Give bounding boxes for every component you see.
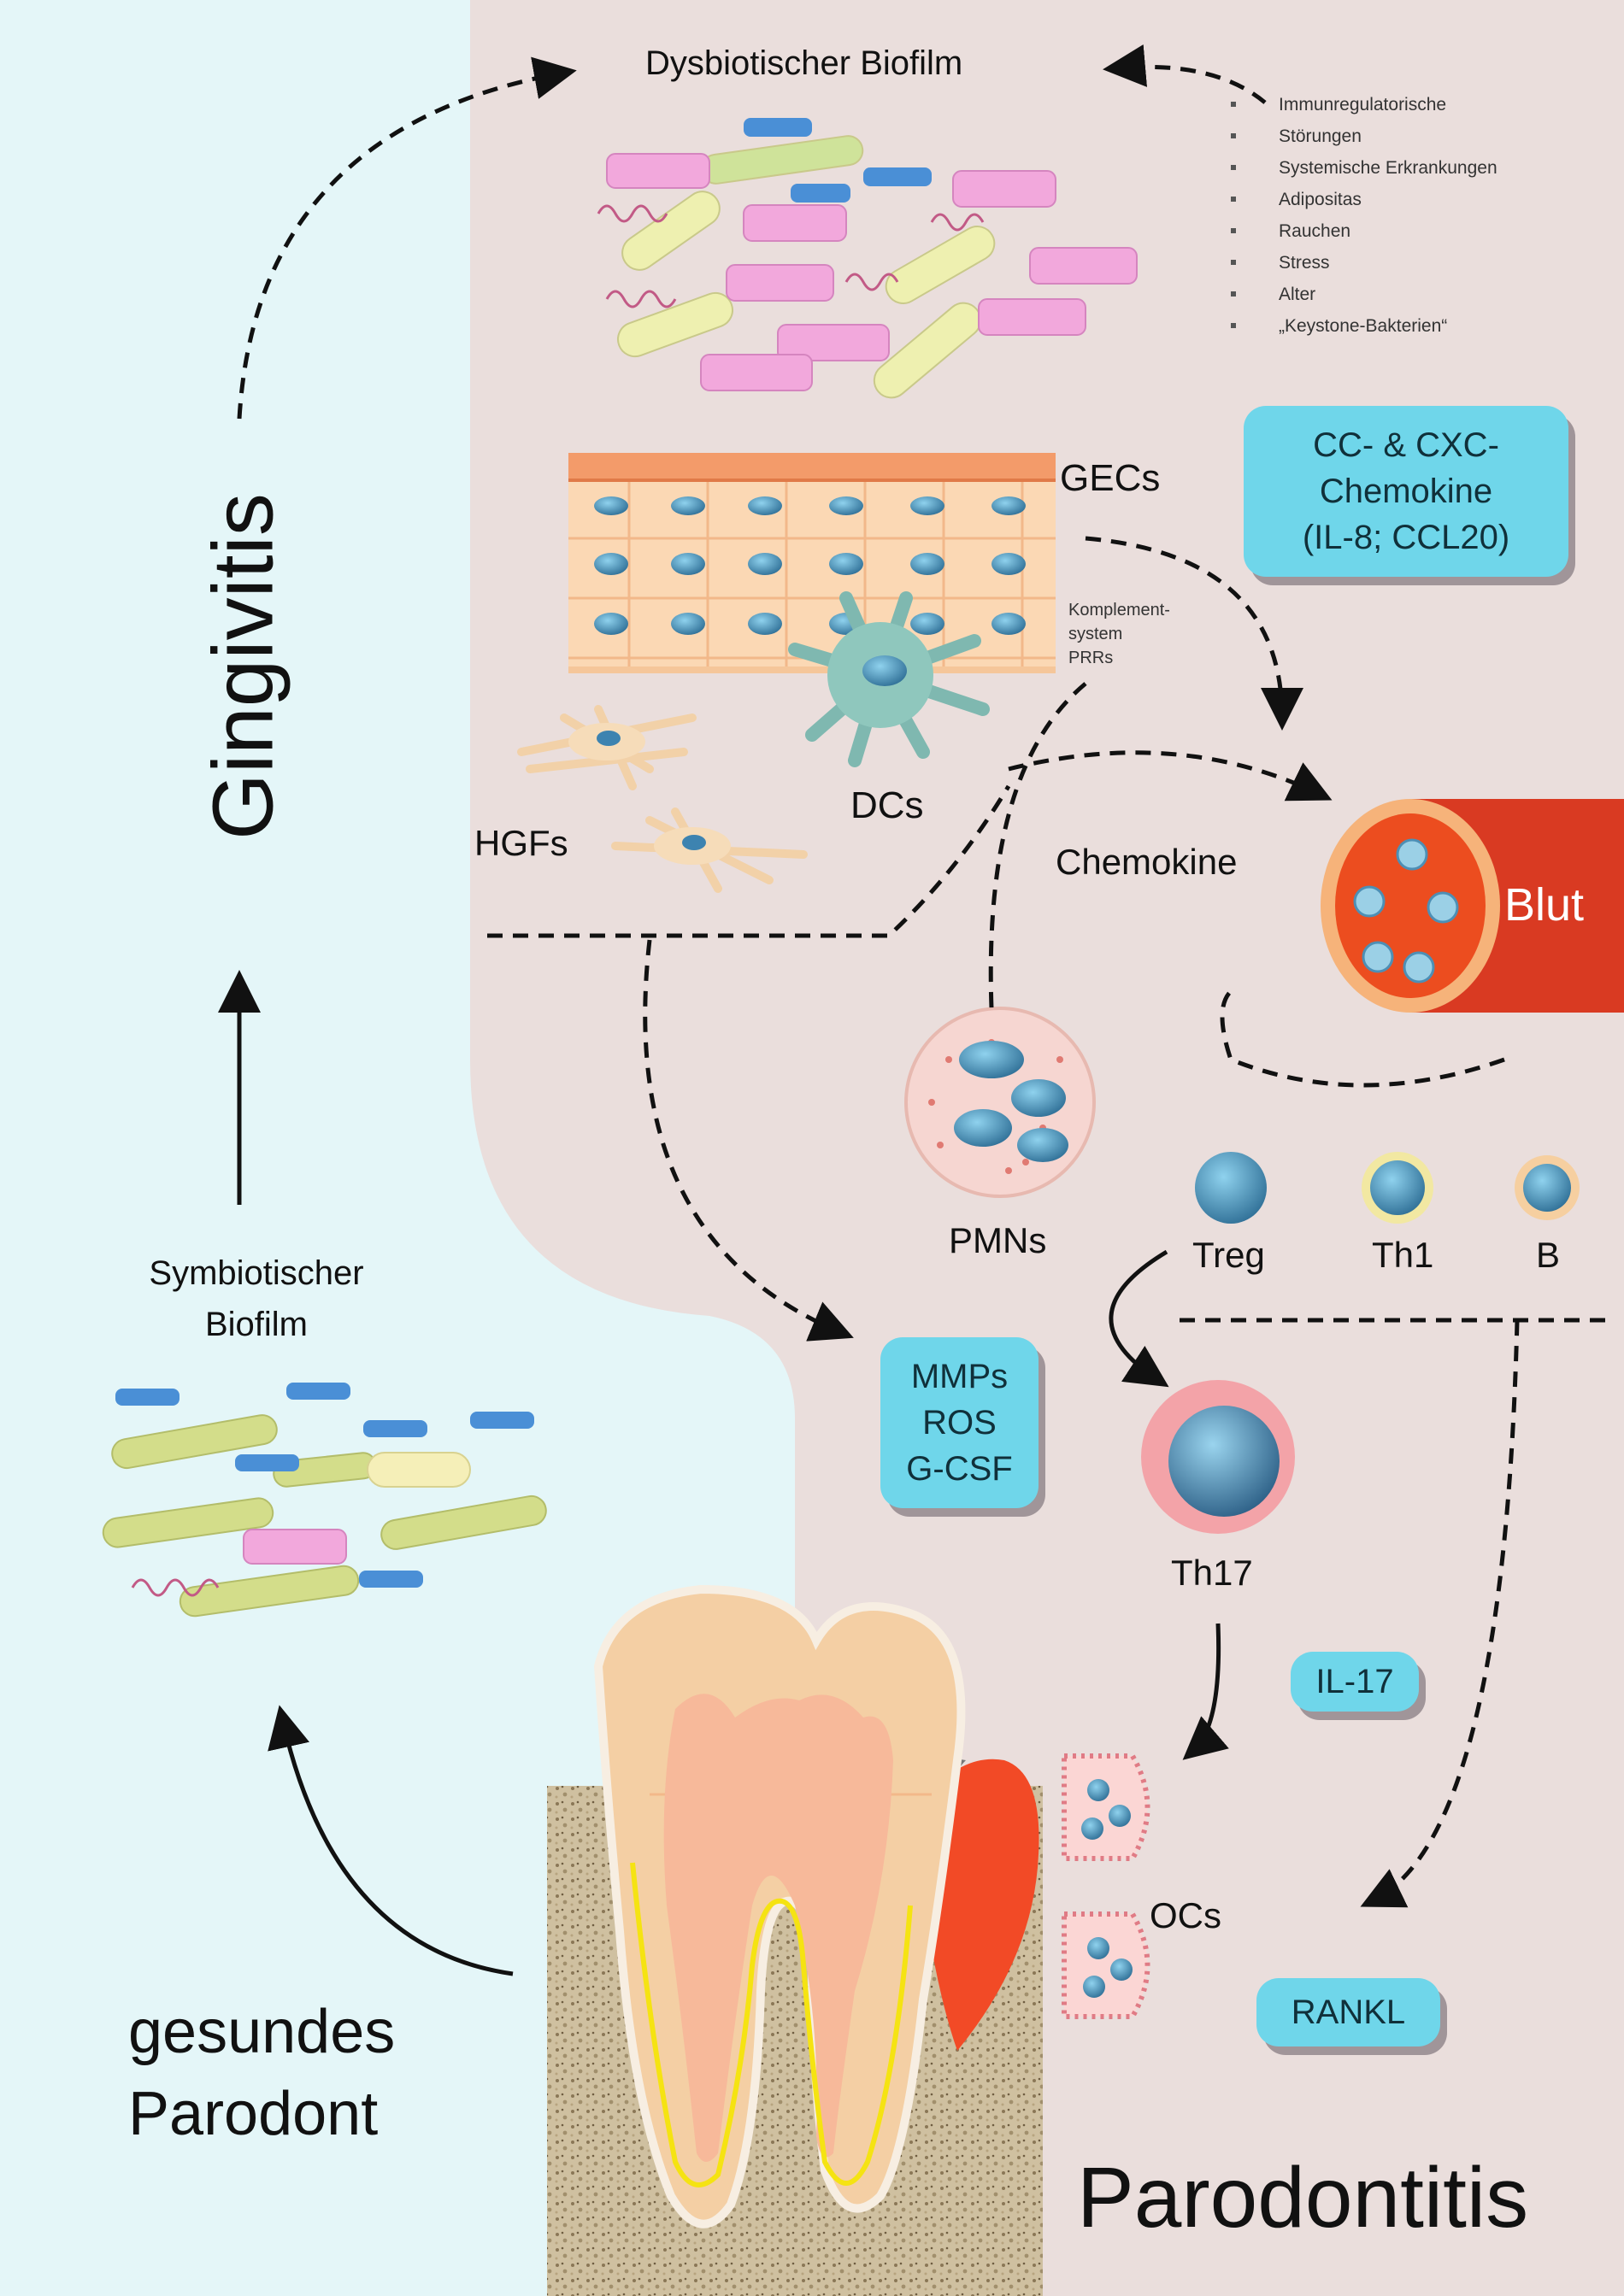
effectors-box-text: MMPs ROS G-CSF [906,1358,1013,1488]
hgfs-label: HGFs [474,823,568,863]
gecs-label: GECs [1060,457,1161,499]
gingivitis-label: Gingivitis [195,493,291,840]
periodontitis-label: Parodontitis [1077,2150,1529,2246]
pathway-arrows [237,44,1615,1908]
chemokines-box: CC- & CXC- Chemokine (IL-8; CCL20) [1244,406,1568,577]
effectors-box: MMPs ROS G-CSF [880,1337,1039,1508]
risk-factors-list: Immunregulatorische Störungen Systemisch… [1231,89,1497,342]
symbiotic-biofilm-illustration [102,1383,547,1618]
tooth-illustration [547,1584,1043,2296]
risk-factor: Störungen [1231,120,1497,152]
il17-box-text: IL-17 [1315,1662,1394,1700]
risk-factor: Alter [1231,279,1497,310]
risk-factor: Rauchen [1231,215,1497,247]
symbiotic-biofilm-label: Symbiotischer Biofilm [149,1254,364,1343]
osteoclasts [1062,1753,1150,2019]
th1-label: Th1 [1372,1235,1434,1275]
risk-factor: „Keystone-Bakterien“ [1231,310,1497,342]
blood-label: Blut [1504,879,1585,931]
chemokine-label: Chemokine [1056,842,1238,882]
gingival-epithelium [568,453,1056,673]
il17-box: IL-17 [1291,1652,1419,1712]
th17-label: Th17 [1171,1553,1253,1593]
chemokines-box-text: CC- & CXC- Chemokine (IL-8; CCL20) [1302,426,1510,556]
neutrophil-pmn [904,1007,1096,1198]
risk-factor: Adipositas [1231,184,1497,215]
dcs-label: DCs [850,784,924,826]
dendritic-cell [788,591,990,767]
blood-vessel [1321,799,1624,1013]
dysbiotic-biofilm-illustration [597,118,1138,399]
risk-factor: Immunregulatorische [1231,89,1497,120]
epithelium-note: Komplement- system PRRs [1068,601,1170,667]
th17-cell [1141,1380,1295,1534]
b-label: B [1536,1235,1561,1275]
gingival-fibroblasts [517,705,808,893]
dysbiotic-biofilm-label: Dysbiotischer Biofilm [645,44,963,82]
risk-factor: Stress [1231,247,1497,279]
pmns-label: PMNs [949,1220,1047,1260]
risk-factor: Systemische Erkrankungen [1231,152,1497,184]
rankl-box: RANKL [1256,1978,1440,2046]
healthy-periodontium-label: gesundes Parodont [128,1998,396,2148]
solid-arrows [218,970,1229,1976]
treg-label: Treg [1192,1235,1265,1275]
lymphocytes [1195,1152,1580,1224]
ocs-label: OCs [1150,1895,1221,1935]
rankl-box-text: RANKL [1291,1993,1406,2031]
